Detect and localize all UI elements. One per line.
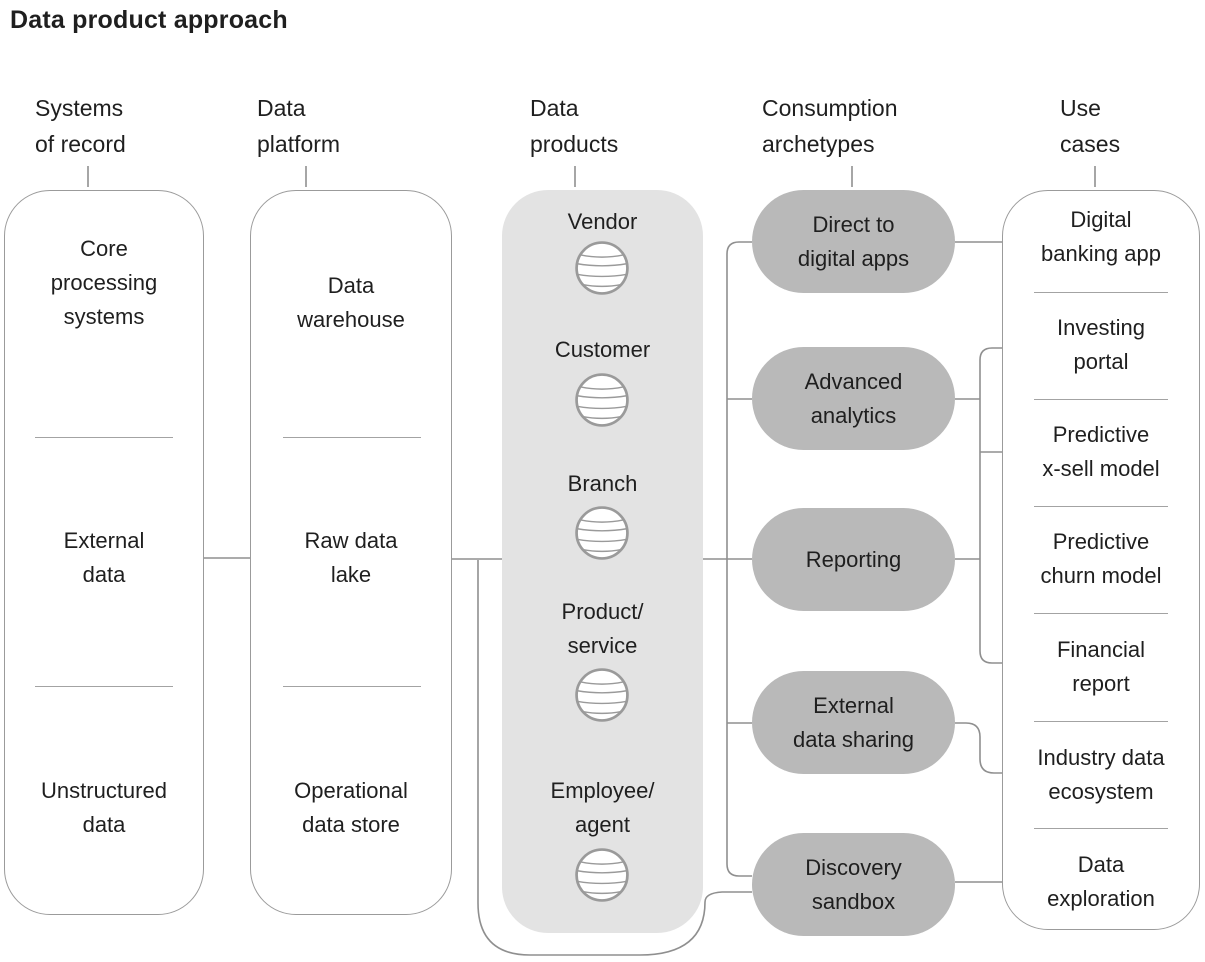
record-separator (35, 686, 173, 687)
platform-separator (283, 686, 421, 687)
systems-of-record-panel (4, 190, 204, 915)
sphere-latitude-line (576, 538, 628, 543)
use-case-item: Data exploration (1047, 852, 1155, 911)
sphere-latitude-line (582, 890, 622, 895)
data-product-item: Vendor (567, 209, 638, 234)
data-product-item: Branch (567, 471, 638, 496)
data-sphere-icon (575, 373, 629, 427)
use-case-item: Investing portal (1056, 315, 1146, 374)
sphere-latitude-line (576, 880, 628, 885)
use-case-separator (1034, 721, 1168, 722)
use-case-item: Financial report (1056, 637, 1146, 696)
record-separator (35, 437, 173, 438)
sphere-latitude-line (582, 415, 622, 420)
column-header-systems-of-record: Systems of record (35, 95, 126, 157)
sphere-latitude-line (576, 394, 628, 399)
use-case-item: Predictive churn model (1040, 529, 1162, 588)
sphere-latitude-line (580, 681, 624, 685)
connector-line (979, 347, 1002, 664)
sphere-latitude-line (576, 262, 628, 267)
data-product-item: Customer (554, 337, 651, 362)
page-title: Data product approach (10, 6, 288, 34)
sphere-latitude-line (576, 869, 628, 874)
archetype-bubble: Discovery sandbox (752, 833, 955, 936)
use-case-item: Digital banking app (1041, 207, 1161, 266)
sphere-latitude-line (580, 519, 624, 523)
use-case-item: Predictive x-sell model (1042, 422, 1160, 481)
record-item: Unstructured data (41, 778, 167, 837)
record-item: Core processing systems (50, 236, 158, 329)
use-case-separator (1034, 399, 1168, 400)
data-sphere-icon (575, 848, 629, 902)
archetype-bubble: External data sharing (752, 671, 955, 774)
column-header-use-cases: Use cases (1060, 95, 1121, 157)
connector-line (726, 241, 752, 877)
use-case-separator (1034, 292, 1168, 293)
data-platform-panel (250, 190, 452, 915)
data-sphere-icon (575, 241, 629, 295)
data-sphere-icon (575, 506, 629, 560)
data-sphere-icon (575, 668, 629, 722)
platform-separator (283, 437, 421, 438)
connector-line (477, 560, 752, 956)
column-header-data-products: Data products (530, 95, 619, 157)
use-case-separator (1034, 613, 1168, 614)
sphere-latitude-line (576, 527, 628, 532)
data-product-item: Employee/ agent (550, 778, 655, 837)
use-case-item: Industry data ecosystem (1037, 745, 1165, 804)
sphere-latitude-line (582, 283, 622, 288)
sphere-latitude-line (580, 861, 624, 865)
platform-item: Data warehouse (297, 273, 405, 332)
sphere-latitude-line (582, 710, 622, 715)
sphere-latitude-line (582, 548, 622, 553)
use-cases-panel (1002, 190, 1200, 930)
use-case-separator (1034, 506, 1168, 507)
column-header-consumption-archetypes: Consumption archetypes (762, 95, 898, 157)
archetype-bubble: Advanced analytics (752, 347, 955, 450)
platform-item: Raw data lake (304, 528, 398, 587)
use-case-separator (1034, 828, 1168, 829)
sphere-latitude-line (576, 689, 628, 694)
sphere-latitude-line (580, 254, 624, 258)
record-item: External data (63, 528, 145, 587)
column-header-data-platform: Data platform (257, 95, 341, 157)
archetype-bubble: Reporting (752, 508, 955, 611)
sphere-latitude-line (576, 273, 628, 278)
sphere-latitude-line (580, 386, 624, 390)
platform-item: Operational data store (294, 778, 408, 837)
sphere-latitude-line (576, 405, 628, 410)
connector-line (955, 722, 1002, 774)
sphere-latitude-line (576, 700, 628, 705)
data-products-panel (502, 190, 703, 933)
data-product-item: Product/ service (561, 599, 644, 658)
archetype-bubble: Direct to digital apps (752, 190, 955, 293)
